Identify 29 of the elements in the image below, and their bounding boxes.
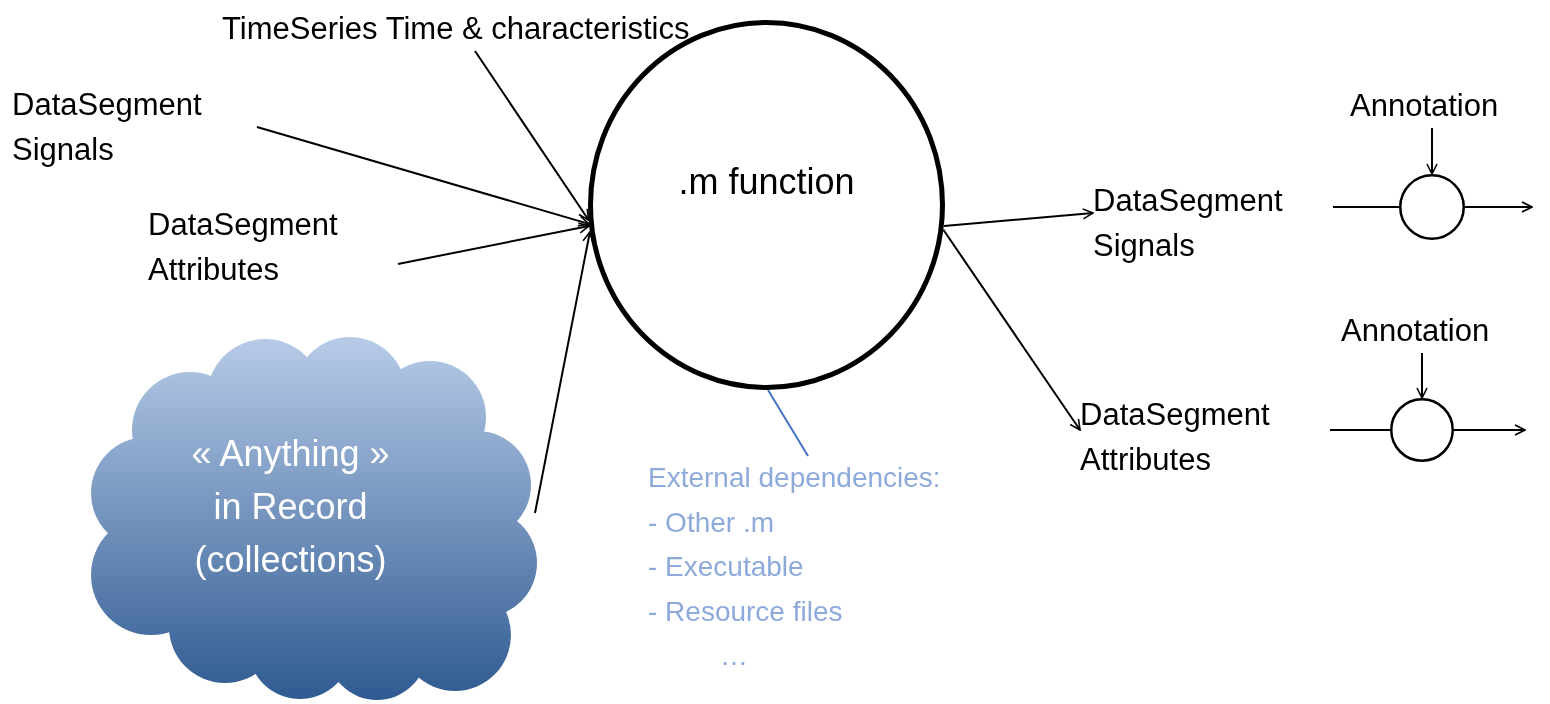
arrow	[397, 222, 591, 265]
node-label: .m function	[678, 161, 855, 202]
arrow	[1453, 424, 1526, 436]
list-item: …	[719, 639, 748, 673]
input-label: Annotation	[1350, 83, 1540, 128]
arrow	[1416, 352, 1428, 399]
arrow	[256, 126, 590, 227]
arrow	[1464, 201, 1533, 213]
input-label: DataSegment Attributes	[1080, 392, 1330, 484]
input-label: TimeSeries Time & characteristics	[222, 6, 812, 51]
list-item: - Resource files	[648, 594, 843, 629]
list-item: - Other .m	[648, 505, 774, 540]
input-label: DataSegment Signals	[12, 82, 257, 174]
junction-circle	[1399, 174, 1465, 240]
arrow	[1426, 127, 1438, 175]
arrow	[474, 50, 590, 221]
input-label: Annotation	[1341, 308, 1531, 353]
input-label: DataSegment Attributes	[148, 202, 398, 294]
list-heading: External dependencies:	[648, 461, 941, 495]
node-label: « Anything » in Record (collections)	[191, 433, 390, 580]
arrow	[534, 231, 594, 514]
junction-circle	[1390, 398, 1454, 462]
connector-line	[1332, 206, 1400, 208]
list-item: - Executable	[648, 550, 804, 584]
arrow	[942, 208, 1094, 227]
connector-line	[1329, 429, 1391, 431]
input-label: DataSegment Signals	[1093, 178, 1333, 270]
leader-line	[767, 389, 809, 457]
arrow	[942, 228, 1081, 431]
